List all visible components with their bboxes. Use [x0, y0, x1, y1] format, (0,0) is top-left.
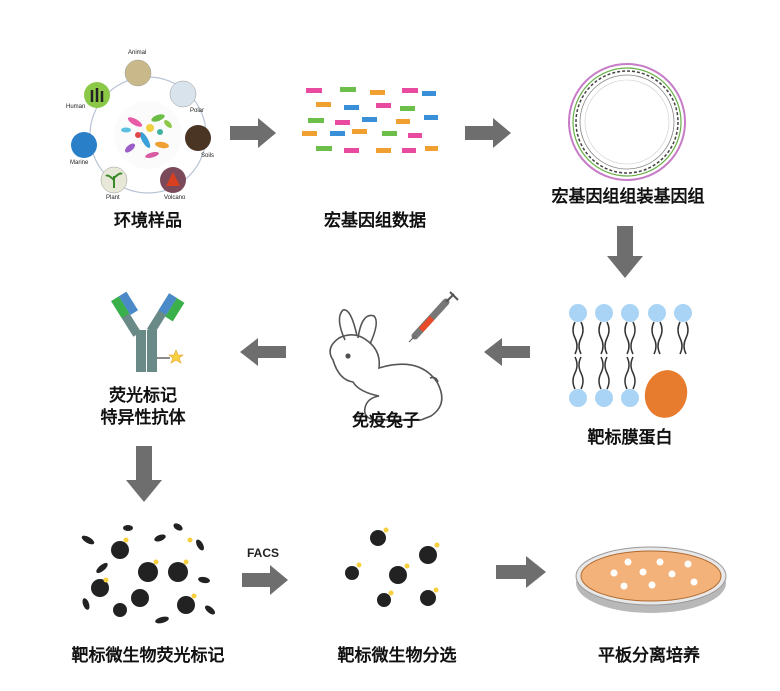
ring-label-soils: Soils: [201, 153, 215, 159]
flow-arrows: [126, 118, 643, 595]
arrow-2-right: [465, 118, 511, 148]
arrow-8-right: [496, 556, 546, 588]
assembled-genome-map: [568, 63, 686, 181]
arrow-3-down: [607, 226, 643, 278]
arrow-5-left: [240, 338, 286, 366]
membrane-protein-figure: [569, 304, 692, 418]
ring-label-animal: Animal: [128, 50, 147, 56]
label-immunize-rabbit: 免疫兔子: [352, 411, 420, 431]
ring-label-marine: Marine: [70, 160, 89, 166]
label-target-membrane-protein: 靶标膜蛋白: [587, 428, 673, 448]
animal-photo-icon: [124, 59, 152, 87]
marine-photo-icon: [71, 132, 97, 158]
label-env-sample: 环境样品: [114, 211, 182, 231]
rabbit-icon: [329, 309, 443, 421]
polar-photo-icon: [169, 80, 197, 108]
arrow-7-right: [242, 565, 288, 595]
label-antibody-line1: 荧光标记: [109, 386, 177, 406]
microbe-collage-icon: [114, 101, 182, 169]
label-antibody-line2: 特异性抗体: [100, 408, 186, 428]
ring-label-human: Human: [66, 104, 86, 110]
arrow-6-down: [126, 446, 162, 502]
environment-sample-figure: [71, 59, 211, 194]
sorted-microbes-figure: [345, 530, 437, 607]
label-plate-culture: 平板分离培养: [598, 646, 700, 666]
mixed-microbes-figure: [81, 523, 215, 624]
label-assembled-genome: 宏基因组组装基因组: [551, 187, 705, 207]
arrow-1-right: [230, 118, 276, 148]
ring-label-plant: Plant: [106, 195, 120, 201]
fluorophore-star-icon: [168, 349, 184, 364]
petri-dish-icon: [575, 546, 727, 613]
facs-label: FACS: [247, 546, 280, 560]
ring-label-polar: Polar: [190, 108, 205, 114]
antibody-icon: [111, 291, 185, 372]
metagenome-reads-figure: [302, 87, 438, 153]
lipid-bilayer: [569, 304, 692, 407]
label-microbe-fluorescent-labeling: 靶标微生物荧光标记: [71, 646, 225, 666]
label-microbe-sorting: 靶标微生物分选: [337, 646, 457, 666]
soils-photo-icon: [185, 125, 211, 151]
syringe-icon: [408, 291, 459, 343]
arrow-4-left: [484, 338, 530, 366]
membrane-protein-icon: [644, 370, 688, 418]
label-metagenome-data: 宏基因组数据: [324, 211, 426, 231]
ring-label-volcano: Volcano: [164, 195, 186, 201]
